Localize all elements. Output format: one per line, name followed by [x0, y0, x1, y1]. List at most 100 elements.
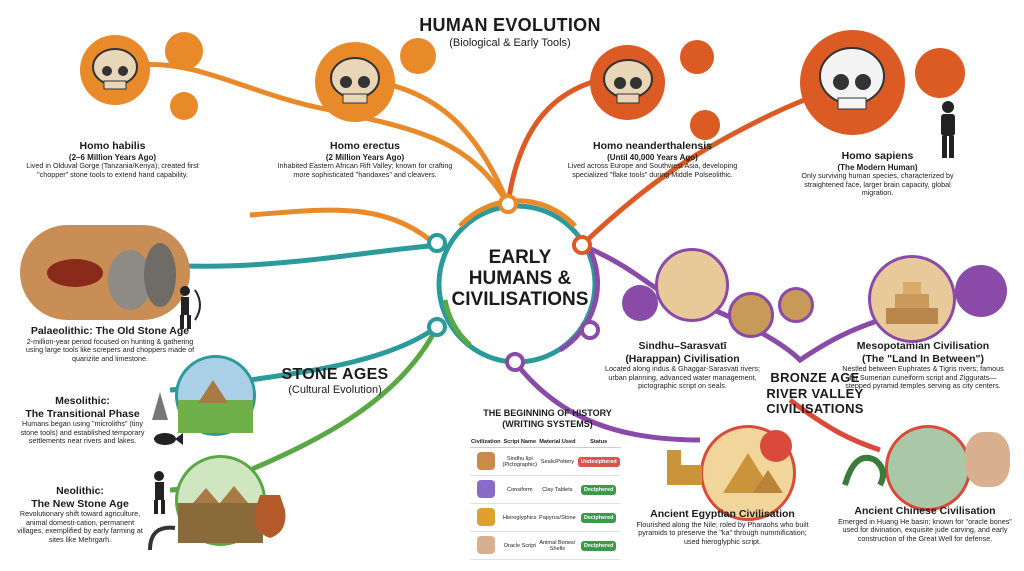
harappan-block: Sindhu–Sarasvatī (Harappan) Civilisation…: [600, 340, 765, 391]
bronze-title-3: CIVILISATIONS: [766, 401, 864, 417]
sickle-icon: [148, 525, 176, 551]
script-name: Sindhu lipi (Pictographic): [501, 447, 539, 476]
neolithic-desc: Revolutionary shift toward agriculture, …: [17, 509, 143, 545]
farmer-icon: [154, 471, 165, 514]
cuneiform-tablet-icon: [955, 265, 1007, 317]
col-header: Material Used: [538, 437, 577, 448]
status-cell: Deciphered: [576, 503, 621, 532]
main-title: HUMAN EVOLUTION: [419, 15, 601, 35]
habilis-skull-icon: [80, 35, 150, 105]
mesopotamian-block: Mesopotamian Civilisation (The "Land In …: [838, 340, 1008, 391]
script-icon: [470, 531, 502, 560]
species-name: Homo sapiens: [841, 150, 914, 162]
neanderthal-flake-icon: [680, 40, 714, 74]
stone-ages-title: STONE AGES: [281, 366, 389, 383]
microlith-icon: [152, 392, 168, 420]
status-badge: Deciphered: [581, 512, 617, 523]
material-used: Animal Bones/ Shells: [538, 531, 577, 560]
bronze-title-1: BRONZE AGE: [770, 370, 860, 385]
mesolithic-scene-icon: [175, 355, 256, 436]
palaeolithic-block: Palaeolithic: The Old Stone Age 2-millio…: [20, 325, 200, 364]
mesolithic-title: Mesolithic:: [55, 395, 110, 407]
neanderthal-skull-icon: [590, 45, 665, 120]
script-icon: [470, 503, 502, 532]
harappan-seal-icon: [728, 292, 774, 338]
material-used: Clay Tablets: [538, 475, 577, 504]
stone-ages-heading: STONE AGES (Cultural Evolution): [270, 365, 400, 397]
status-badge: Undesiphered: [577, 456, 620, 467]
mesopotamian-title-2: (The "Land In Between"): [862, 352, 984, 365]
bronze-title-2: RIVER VALLEY: [766, 385, 864, 401]
species-desc: Only surviving human species, characteri…: [801, 171, 954, 198]
col-header: Civilization: [470, 437, 502, 448]
center-title: EARLY HUMANS & CIVILISATIONS: [445, 247, 595, 311]
script-icon: [470, 475, 502, 504]
script-name: Consiform: [501, 475, 539, 504]
writing-title-2: (WRITING SYSTEMS): [502, 418, 593, 429]
chinese-block: Ancient Chinese Civilisation Emerged in …: [835, 505, 1015, 544]
script-icon: [470, 447, 502, 476]
papyrus-icon: [760, 430, 792, 462]
writing-title-1: THE BEGINNING OF HISTORY: [483, 408, 612, 418]
species-desc: Inhabited Eastern African Rift Valley; k…: [277, 161, 453, 179]
material-used: Papyrus/Stone: [538, 503, 577, 532]
center-line-2: HUMANS &: [468, 267, 572, 289]
status-cell: Undesiphered: [576, 447, 621, 476]
ziggurat-icon: [868, 255, 956, 343]
sapiens-skull-icon: [800, 30, 905, 135]
status-cell: Deciphered: [576, 531, 621, 560]
stone-ages-subtitle: (Cultural Evolution): [288, 384, 382, 397]
script-name: Hieroglyphics: [501, 503, 539, 532]
habilis-tool-2-icon: [170, 92, 198, 120]
harappan-desc: Located along indus & Ghaggar-Sarasvati …: [604, 364, 760, 391]
harappan-title: Sindhu–Sarasvatī: [638, 340, 727, 352]
mesopotamian-title: Mesopotamian Civilisation: [856, 340, 990, 352]
writing-systems-table: Civilization Script Name Material Used S…: [470, 437, 621, 560]
chinese-desc: Emerged in Huang He basin; known for "or…: [838, 516, 1012, 543]
oracle-bone-icon: [965, 432, 1010, 487]
species-erectus: Homo erectus (2 Million Years Ago) Inhab…: [275, 140, 455, 179]
dragon-icon: [842, 454, 887, 487]
species-name: Homo habilis: [79, 140, 146, 152]
mesolithic-desc: Humans began using "microliths" (tiny st…: [20, 419, 145, 446]
neolithic-title-2: The New Stone Age: [31, 497, 129, 510]
egyptian-desc: Flourished along the Nile; roled by Phar…: [636, 519, 809, 546]
status-badge: Deciphered: [581, 540, 617, 551]
species-name: Homo neanderthalensis: [592, 140, 713, 152]
harappan-seal-2-icon: [778, 287, 814, 323]
species-neanderthalensis: Homo neanderthalensis (Until 40,000 Year…: [560, 140, 745, 179]
col-header: Script Name: [501, 437, 539, 448]
main-title-block: HUMAN EVOLUTION (Biological & Early Tool…: [380, 15, 640, 50]
col-header: Status: [576, 437, 621, 448]
habilis-tool-icon: [165, 32, 203, 70]
species-name: Homo erectus: [329, 140, 401, 152]
bronze-age-heading: BRONZE AGE RIVER VALLEY CIVILISATIONS: [760, 370, 870, 417]
main-subtitle: (Biological & Early Tools): [449, 36, 571, 49]
mesolithic-block: Mesolithic: The Transitional Phase Human…: [15, 395, 150, 446]
archer-icon: [180, 286, 201, 329]
sphinx-icon: [667, 450, 702, 485]
mesopotamian-desc: Nestled between Euphrates & Tigris river…: [842, 364, 1004, 391]
harappan-title-2: (Harappan) Civilisation: [625, 352, 740, 365]
material-used: Seals/Pottery: [538, 447, 577, 476]
harappan-city-icon: [655, 248, 729, 322]
neolithic-title: Neolithic:: [56, 485, 104, 497]
species-period: (2–6 Million Years Ago): [68, 152, 157, 162]
palaeolithic-desc: 2-million-year period focused on hunting…: [25, 336, 195, 363]
harappan-well-icon: [622, 285, 658, 321]
neanderthal-tool-icon: [690, 110, 720, 140]
pyramid-icon: [700, 425, 796, 521]
pottery-icon: [254, 495, 286, 538]
species-period: (2 Million Years Ago): [325, 152, 405, 162]
center-line-3: CIVILISATIONS: [451, 288, 589, 310]
palaeolithic-title: Palaeolithic: The Old Stone Age: [30, 325, 190, 337]
erectus-handaxe-icon: [400, 38, 436, 74]
script-name: Oracle Script: [501, 531, 539, 560]
egyptian-title: Ancient Egyptian Civilisation: [650, 508, 795, 520]
center-line-1: EARLY: [488, 247, 552, 268]
species-sapiens: Homo sapiens (The Modern Human) Only sur…: [790, 150, 965, 198]
erectus-skull-icon: [315, 42, 395, 122]
